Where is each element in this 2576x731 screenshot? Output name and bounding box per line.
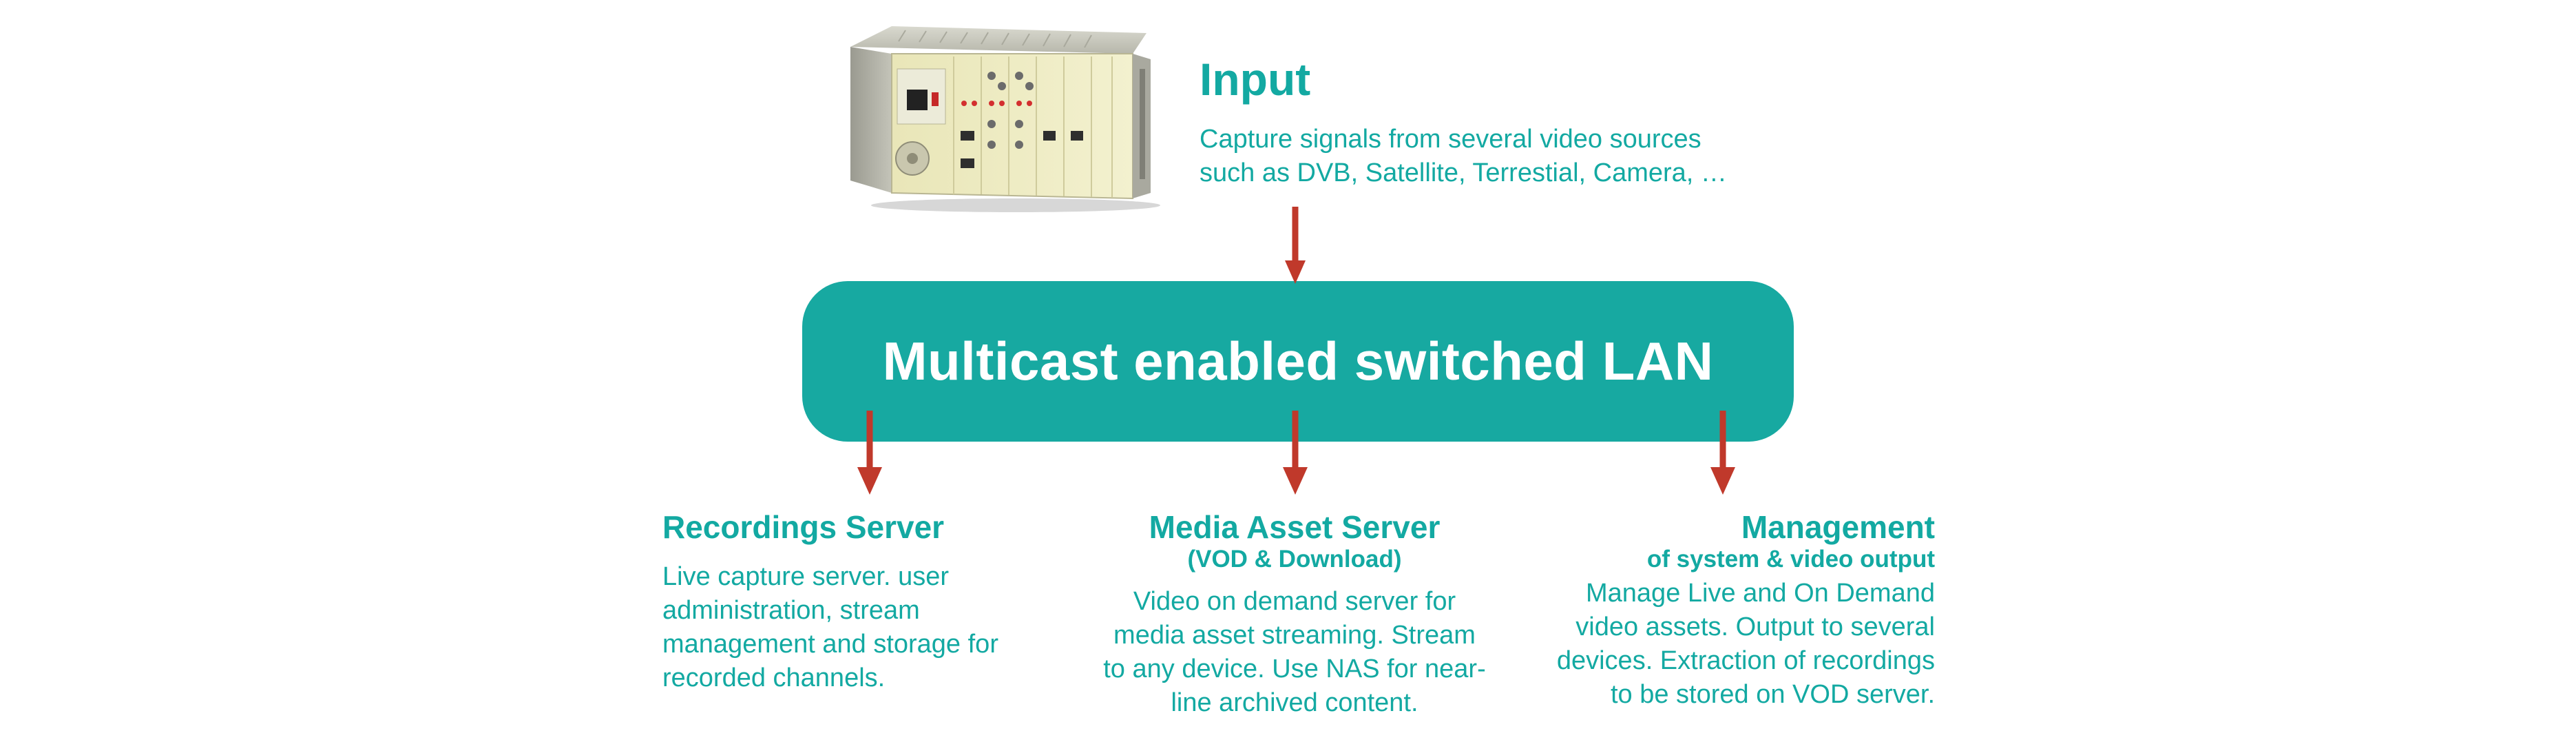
recordings-description-line: administration, stream xyxy=(662,595,920,625)
recordings-description-line: recorded channels. xyxy=(662,663,886,692)
management-block: Management of system & video output Mana… xyxy=(1508,510,1935,712)
recordings-server-block: Recordings Server Live capture server. u… xyxy=(662,510,1089,695)
media-asset-server-title: Media Asset Server xyxy=(1149,509,1441,545)
rack-hardware-image xyxy=(844,21,1160,214)
arrow-lan-to-management xyxy=(1710,411,1735,495)
media-asset-server-block: Media Asset Server (VOD & Download) Vide… xyxy=(1074,510,1515,720)
arrow-input-to-lan xyxy=(1285,207,1306,284)
management-subtitle: of system & video output xyxy=(1646,545,1935,573)
media-description-line: media asset streaming. Stream xyxy=(1113,621,1476,650)
media-asset-server-description: Video on demand server for media asset s… xyxy=(1074,585,1515,720)
management-title: Management xyxy=(1741,509,1935,545)
media-description-line: Video on demand server for xyxy=(1133,587,1456,617)
input-description-line: Capture signals from several video sourc… xyxy=(1200,125,1701,154)
recordings-description-line: management and storage for xyxy=(662,629,998,659)
input-title: Input xyxy=(1200,54,1311,105)
management-description: Manage Live and On Demand video assets. … xyxy=(1508,577,1935,712)
management-description-line: video assets. Output to several xyxy=(1575,612,1935,642)
management-description-line: Manage Live and On Demand xyxy=(1586,579,1935,608)
media-asset-server-subtitle: (VOD & Download) xyxy=(1187,545,1402,573)
media-description-line: to any device. Use NAS for near- xyxy=(1103,655,1486,684)
recordings-server-title: Recordings Server xyxy=(662,509,945,545)
arrow-lan-to-media xyxy=(1283,411,1308,495)
lan-label: Multicast enabled switched LAN xyxy=(882,331,1714,391)
media-description-line: line archived content. xyxy=(1171,688,1418,718)
recordings-description-line: Live capture server. user xyxy=(662,562,950,591)
management-description-line: to be stored on VOD server. xyxy=(1610,680,1935,710)
input-description: Capture signals from several video sourc… xyxy=(1200,123,1727,190)
arrow-lan-to-recordings xyxy=(857,411,882,495)
recordings-server-description: Live capture server. user administration… xyxy=(662,560,1089,695)
input-description-line: such as DVB, Satellite, Terrestial, Came… xyxy=(1200,158,1727,187)
management-description-line: devices. Extraction of recordings xyxy=(1556,646,1935,676)
rack-chassis-icon xyxy=(850,26,1160,212)
